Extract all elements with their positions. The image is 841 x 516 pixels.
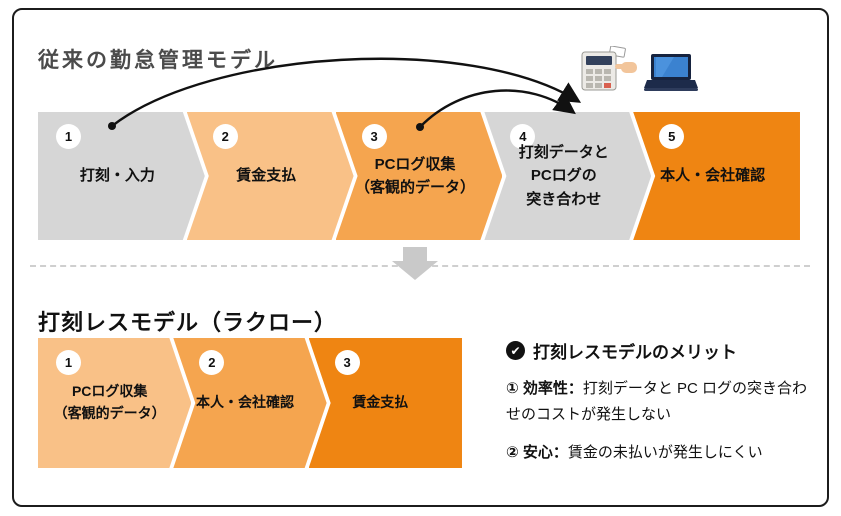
clockless-step-2: 2 本人・会社確認 bbox=[173, 338, 326, 468]
step-number: 5 bbox=[659, 124, 685, 149]
traditional-model-title: 従来の勤怠管理モデル bbox=[38, 49, 278, 73]
merit-item-1-label: ① 効率性： bbox=[506, 380, 583, 397]
trad-step-3: 3 PCログ収集 （客観的データ） bbox=[336, 112, 503, 240]
hand-icon bbox=[615, 62, 637, 73]
step-number: 2 bbox=[213, 124, 238, 149]
step-label: 賃金支払 bbox=[309, 338, 462, 468]
laptop-icon bbox=[644, 54, 698, 91]
step-number: 3 bbox=[362, 124, 387, 149]
clockless-model-title: 打刻レスモデル（ラクロー） bbox=[38, 310, 338, 336]
step-label: PCログ収集 （客観的データ） bbox=[38, 338, 191, 468]
check-icon: ✔ bbox=[506, 341, 525, 360]
step-label-line: 打刻データと bbox=[518, 144, 609, 162]
merits-panel: ✔ 打刻レスモデルのメリット ① 効率性：打刻データと PC ログの突き合わせの… bbox=[506, 338, 810, 466]
traditional-flow: 1 打刻・入力 2 賃金支払 3 PCログ収集 （客観的データ） 4 打刻データ… bbox=[38, 112, 800, 240]
clockless-step-3: 3 賃金支払 bbox=[308, 338, 462, 468]
step-label-line: （客観的データ） bbox=[53, 405, 166, 421]
step-number: 1 bbox=[56, 350, 81, 375]
step-label-line: 本人・会社確認 bbox=[195, 394, 294, 411]
trad-step-5: 5 本人・会社確認 bbox=[633, 112, 800, 240]
merit-item-2-text: 賃金の未払いが発生しにくい bbox=[567, 444, 763, 461]
clockless-step-1: 1 PCログ収集 （客観的データ） bbox=[38, 338, 191, 468]
merits-title-row: ✔ 打刻レスモデルのメリット bbox=[506, 338, 810, 363]
step-label-line: 突き合わせ bbox=[526, 190, 602, 208]
down-arrow-icon bbox=[392, 247, 438, 280]
merit-item-2: ② 安心：賃金の未払いが発生しにくい bbox=[506, 440, 810, 466]
down-arrow-head bbox=[392, 261, 438, 280]
step-label-line: 本人・会社確認 bbox=[660, 167, 766, 185]
step-number: 4 bbox=[510, 124, 535, 149]
time-clock-icon bbox=[581, 46, 637, 91]
step-label: 賃金支払 bbox=[187, 112, 354, 240]
step-label: PCログ収集 （客観的データ） bbox=[336, 112, 503, 240]
clockless-flow: 1 PCログ収集 （客観的データ） 2 本人・会社確認 3 賃金支払 bbox=[38, 338, 462, 468]
merit-item-1-text: 打刻データと PC ログの突き合わせのコストが発生しない bbox=[506, 380, 808, 423]
step-number: 2 bbox=[199, 350, 224, 375]
step-label: 本人・会社確認 bbox=[173, 338, 326, 468]
step-label: 本人・会社確認 bbox=[633, 112, 800, 240]
merit-item-2-label: ② 安心： bbox=[506, 444, 568, 461]
trad-step-1: 1 打刻・入力 bbox=[38, 112, 205, 240]
step-label: 打刻・入力 bbox=[38, 112, 205, 240]
step-label-line: PCログ収集 bbox=[374, 155, 456, 173]
step-label-line: PCログ収集 bbox=[71, 383, 148, 400]
step-label: 打刻データと PCログの 突き合わせ bbox=[484, 112, 651, 240]
step-label-line: 賃金支払 bbox=[236, 167, 297, 185]
device-icons bbox=[580, 46, 698, 94]
merit-item-1: ① 効率性：打刻データと PC ログの突き合わせのコストが発生しない bbox=[506, 376, 810, 427]
step-number: 1 bbox=[56, 124, 81, 149]
trad-step-4: 4 打刻データと PCログの 突き合わせ bbox=[484, 112, 651, 240]
step-number: 3 bbox=[334, 350, 360, 375]
trad-step-2: 2 賃金支払 bbox=[187, 112, 354, 240]
step-label-line: 賃金支払 bbox=[352, 394, 409, 411]
step-label-line: PCログの bbox=[530, 167, 597, 185]
step-label-line: 打刻・入力 bbox=[79, 167, 155, 185]
merits-title: 打刻レスモデルのメリット bbox=[533, 343, 737, 362]
down-arrow-stem bbox=[403, 247, 427, 261]
step-label-line: （客観的データ） bbox=[354, 179, 475, 196]
